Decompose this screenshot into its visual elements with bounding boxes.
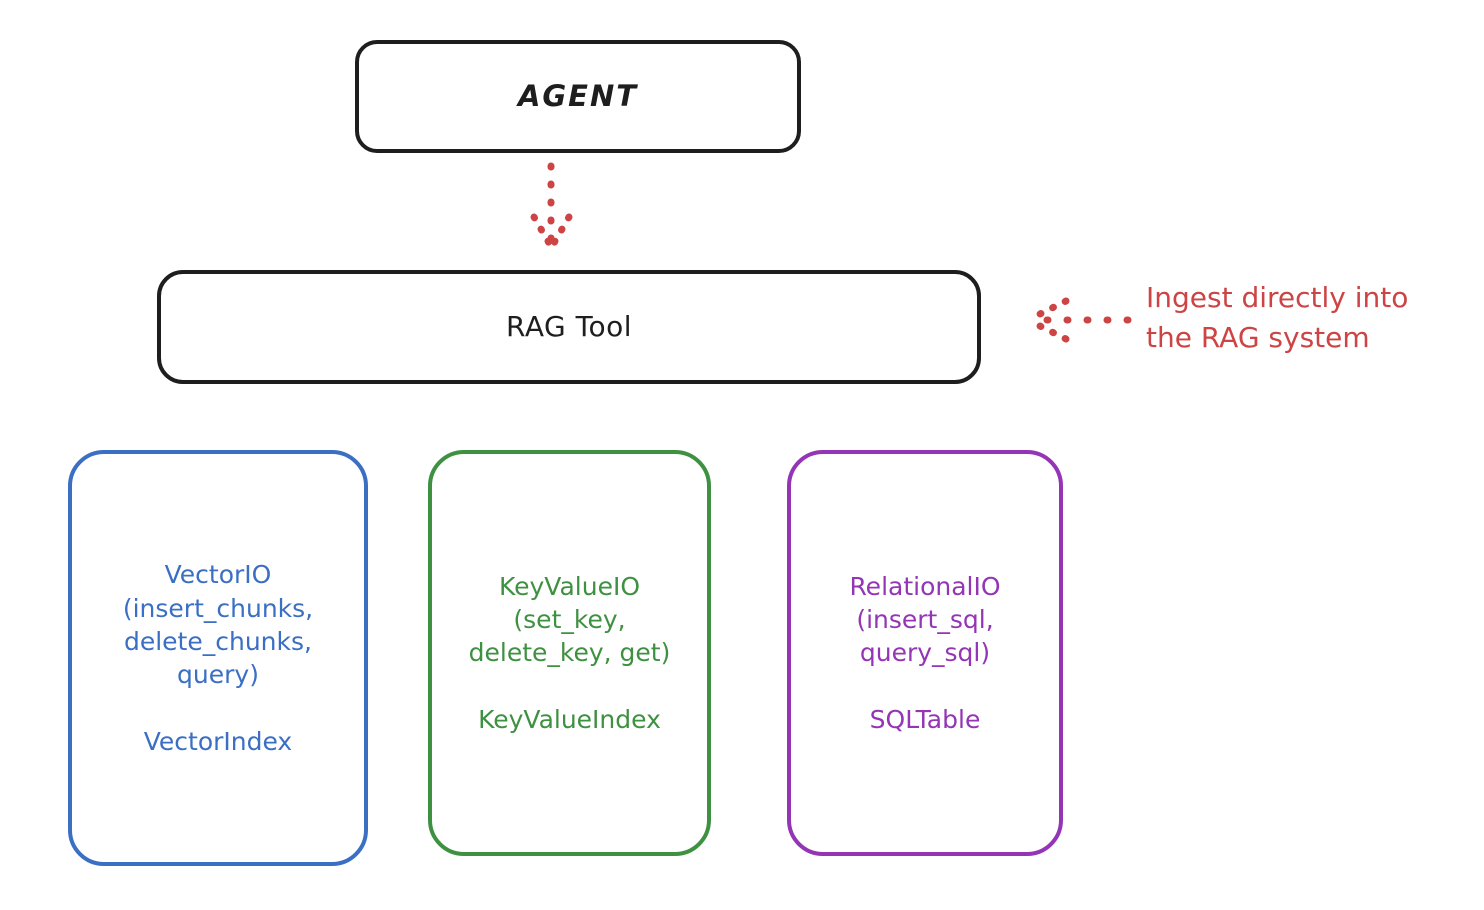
connector-agent-to-rag-tool-arrowhead-left — [530, 213, 553, 247]
node-key-value-io[interactable]: KeyValueIO (set_key, delete_key, get) Ke… — [428, 450, 711, 856]
node-vector-io[interactable]: VectorIO (insert_chunks, delete_chunks, … — [68, 450, 368, 866]
connector-ingest-arrow — [1028, 297, 1132, 343]
node-relational-io-label: RelationalIO (insert_sql, query_sql) SQL… — [849, 571, 1001, 734]
node-rag-tool[interactable]: RAG Tool — [157, 270, 981, 384]
node-rag-tool-label: RAG Tool — [506, 309, 632, 343]
connector-ingest-arrow-arrowhead-bottom — [1028, 318, 1070, 343]
node-relational-io[interactable]: RelationalIO (insert_sql, query_sql) SQL… — [787, 450, 1063, 856]
connector-ingest-arrow-arrowhead-top — [1028, 297, 1070, 322]
annotation-ingest-text: Ingest directly into the RAG system — [1146, 281, 1409, 354]
node-agent-label: AGENT — [517, 78, 639, 113]
connector-agent-to-rag-tool-arrowhead-right — [550, 213, 573, 247]
node-agent[interactable]: AGENT — [355, 40, 801, 153]
node-vector-io-label: VectorIO (insert_chunks, delete_chunks, … — [122, 560, 314, 756]
node-key-value-io-label: KeyValueIO (set_key, delete_key, get) Ke… — [468, 571, 671, 734]
connector-agent-to-rag-tool — [530, 162, 573, 247]
